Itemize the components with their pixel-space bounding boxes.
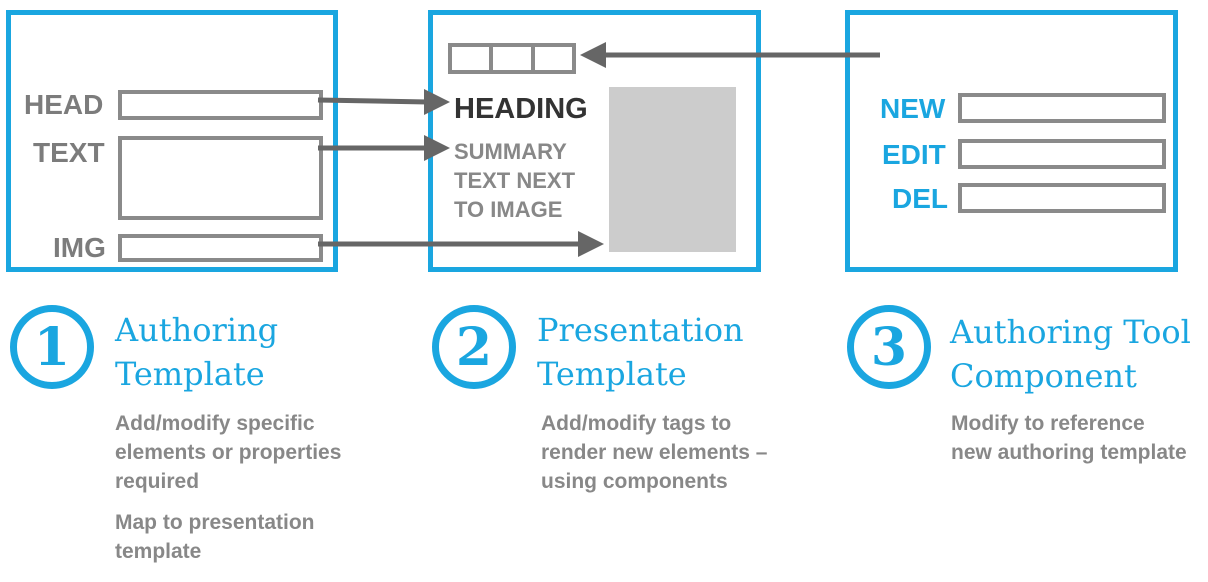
new-label: NEW xyxy=(880,93,946,124)
step-3-title: Authoring Tool Component xyxy=(950,310,1191,398)
step-2-title-line: Presentation xyxy=(537,311,744,349)
summary-line: TEXT NEXT xyxy=(454,168,576,193)
step-1-title-line: Authoring xyxy=(115,311,279,349)
img-field[interactable] xyxy=(118,234,323,262)
tab-bar xyxy=(448,43,576,74)
edit-label: EDIT xyxy=(882,139,946,170)
step-1-title-line: Template xyxy=(115,355,265,393)
presentation-heading: HEADING xyxy=(454,93,588,125)
authoring-template-panel: HEAD TEXT IMG xyxy=(6,10,338,272)
step-2-number-badge: 2 xyxy=(432,305,516,389)
arrow-img-to-image-tip xyxy=(578,231,604,257)
head-field[interactable] xyxy=(118,90,323,120)
step-2-description: Add/modify tags to render new elements –… xyxy=(541,409,771,508)
text-field[interactable] xyxy=(118,136,323,220)
step-2-title-line: Template xyxy=(537,355,687,393)
tab[interactable] xyxy=(452,47,494,70)
summary-text: SUMMARY TEXT NEXT TO IMAGE xyxy=(454,137,575,224)
step-3-description-paragraph: Modify to reference new authoring templa… xyxy=(951,412,1187,464)
step-1-number-badge: 1 xyxy=(10,305,94,389)
arrow-head-to-heading xyxy=(317,97,429,105)
step-3-number-badge: 3 xyxy=(847,305,931,389)
arrow-head-to-heading-tip xyxy=(424,89,450,115)
summary-line: SUMMARY xyxy=(454,139,567,164)
head-label: HEAD xyxy=(24,89,104,120)
step-1-title: Authoring Template xyxy=(115,308,278,396)
step-1-description-paragraph: Add/modify specific elements or properti… xyxy=(115,412,342,493)
img-label: IMG xyxy=(53,232,106,263)
tab[interactable] xyxy=(493,47,535,70)
arrow-text-to-summary-tip xyxy=(424,135,450,161)
step-3-title-line: Authoring Tool xyxy=(950,313,1191,351)
del-label: DEL xyxy=(892,183,948,214)
step-1-description: Add/modify specific elements or properti… xyxy=(115,409,375,578)
summary-line: TO IMAGE xyxy=(454,197,563,222)
step-3-description: Modify to reference new authoring templa… xyxy=(951,409,1191,479)
step-2-description-paragraph: Add/modify tags to render new elements –… xyxy=(541,412,768,493)
step-1-description-paragraph: Map to presentation template xyxy=(115,511,315,563)
new-field[interactable] xyxy=(958,93,1166,123)
text-label: TEXT xyxy=(33,137,105,168)
step-3-title-line: Component xyxy=(950,357,1137,395)
step-2-title: Presentation Template xyxy=(537,308,744,396)
authoring-tool-panel: NEW EDIT DEL xyxy=(845,10,1178,272)
arrow-tool-to-tabs-tip xyxy=(580,42,606,68)
image-placeholder xyxy=(609,87,736,252)
del-field[interactable] xyxy=(958,183,1166,213)
edit-field[interactable] xyxy=(958,139,1166,169)
